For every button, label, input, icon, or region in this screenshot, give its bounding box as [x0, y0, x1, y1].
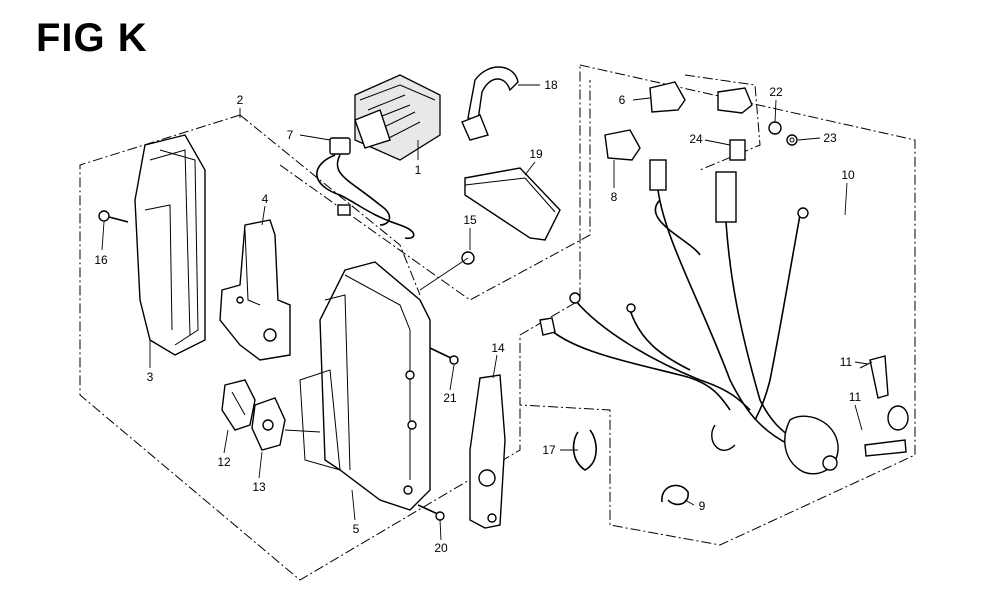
- part-14-plate: [469, 374, 506, 529]
- part-18-strap: [461, 66, 519, 141]
- callout-22: 22: [769, 85, 783, 99]
- callout-10: 10: [841, 168, 855, 182]
- callout-16: 16: [94, 253, 108, 267]
- callout-5: 5: [353, 522, 360, 536]
- figure-title: FIG K: [36, 16, 148, 60]
- part-4-bracket: [219, 219, 291, 361]
- callout-20: 20: [434, 541, 448, 555]
- part-3-cover: [134, 134, 206, 356]
- callout-3: 3: [147, 370, 154, 384]
- callout-8: 8: [611, 190, 618, 204]
- part-11-clip-b: [864, 405, 909, 457]
- part-12-switch: [221, 379, 256, 431]
- callout-19: 19: [529, 147, 543, 161]
- callout-4: 4: [262, 192, 269, 206]
- callout-11-upper: 11: [840, 355, 853, 369]
- part-24-cap: [717, 87, 753, 161]
- part-21-screw: [429, 347, 459, 365]
- part-1-regulator: [354, 74, 441, 161]
- part-15-nut: [419, 251, 475, 291]
- callout-leaders: [101, 84, 869, 541]
- group-outline-upper: [279, 80, 591, 301]
- callout-21: 21: [443, 391, 457, 405]
- part-17-clamp: [572, 429, 597, 471]
- callout-23: 23: [823, 131, 837, 145]
- callout-12: 12: [217, 455, 231, 469]
- callout-17: 17: [542, 443, 556, 457]
- part-11-clip-a: [859, 355, 889, 399]
- part-8-connector: [604, 129, 641, 161]
- group-outline-inner-10: [684, 74, 761, 171]
- callout-1: 1: [415, 163, 422, 177]
- callout-7: 7: [287, 128, 294, 142]
- group-outline-2: [79, 114, 521, 581]
- part-19-pad: [464, 167, 561, 241]
- part-6-connector: [649, 81, 686, 113]
- part-23-washer: [786, 134, 798, 146]
- callout-15: 15: [463, 213, 477, 227]
- callout-14: 14: [491, 341, 505, 355]
- part-7-connector: [316, 137, 415, 240]
- part-20-screw: [417, 504, 445, 521]
- callout-11-lower: 11: [849, 390, 862, 404]
- callout-2: 2: [237, 93, 244, 107]
- callout-24: 24: [689, 132, 703, 146]
- part-16-screw: [98, 210, 129, 223]
- callout-18: 18: [544, 78, 558, 92]
- group-outline-control-box: [239, 114, 421, 296]
- callout-13: 13: [252, 480, 266, 494]
- part-22-nut: [768, 121, 782, 135]
- part-13-switch: [251, 397, 321, 451]
- part-10-wire-harness: [539, 159, 839, 475]
- part-9-clamp: [661, 484, 689, 506]
- callout-9: 9: [699, 499, 706, 513]
- part-5-control-box: [299, 261, 431, 511]
- callout-6: 6: [619, 93, 626, 107]
